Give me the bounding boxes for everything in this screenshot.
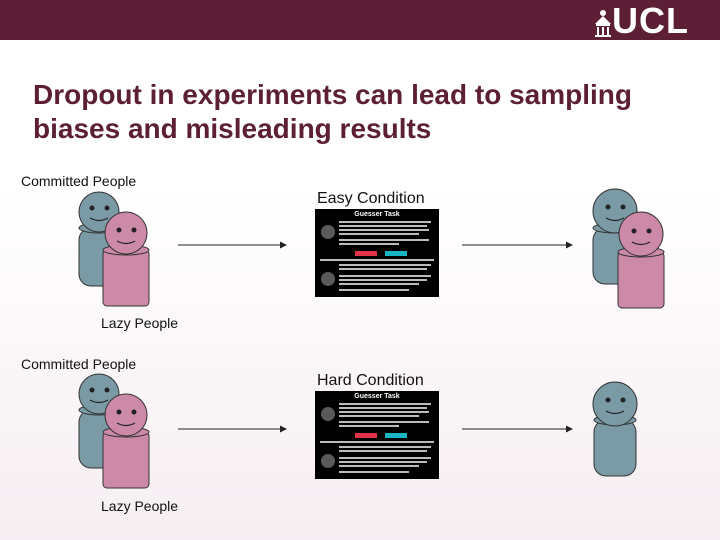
lazy-person-icon [617,211,665,309]
slide-title: Dropout in experiments can lead to sampl… [33,79,632,144]
arrow-icon [462,425,573,433]
arrow-icon [462,241,573,249]
lazy-people-label-bottom: Lazy People [101,498,179,514]
committed-people-label-top: Committed People [21,173,137,189]
people-group-left-top [78,191,150,307]
committed-people-label-bottom: Committed People [21,356,137,372]
header-bar: UCL [0,0,720,40]
lazy-person-icon [102,393,150,489]
people-group-left-bottom [78,373,150,489]
ucl-logo-text: UCL [612,0,689,41]
task-title: Guesser Task [354,211,400,218]
lazy-person-icon [102,211,150,307]
hard-condition-label: Hard Condition [317,372,424,389]
guesser-task-screenshot-top: Guesser Task [315,209,439,297]
committed-person-icon [592,381,638,477]
task-title: Guesser Task [354,393,400,400]
arrow-icon [178,425,287,433]
people-group-right-bottom [592,381,638,477]
arrow-icon [178,241,287,249]
lazy-people-label-top: Lazy People [101,315,179,331]
guesser-task-screenshot-bottom: Guesser Task [315,391,439,479]
ucl-portico-icon [595,10,611,37]
people-group-right-top [592,188,665,309]
easy-condition-label: Easy Condition [317,190,425,207]
